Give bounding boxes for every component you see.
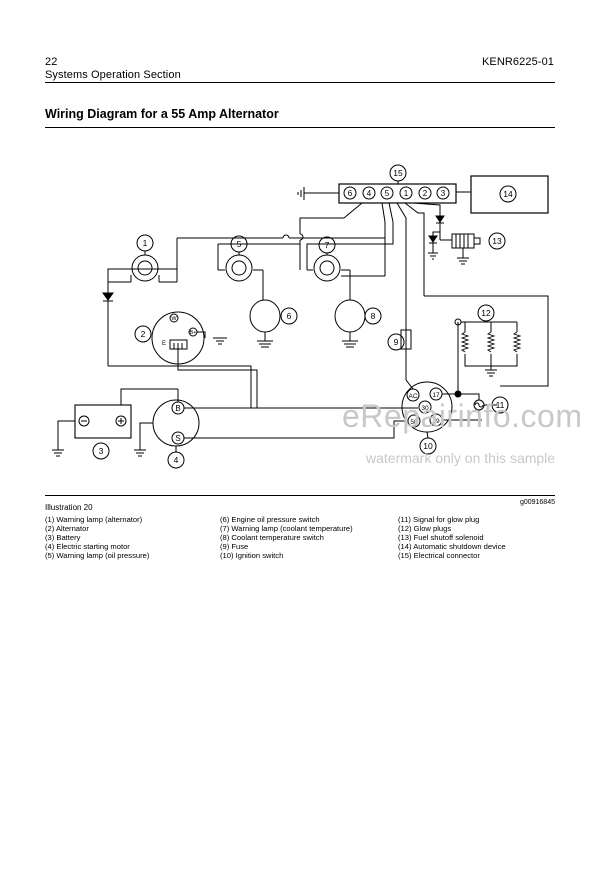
- section-title: Systems Operation Section: [45, 69, 181, 81]
- automatic-shutdown-device: [470, 175, 549, 214]
- glow-plug-signal: [442, 390, 497, 421]
- legend-item: (14) Automatic shutdown device: [398, 542, 506, 552]
- wiring-bus: [176, 224, 549, 387]
- legend-item: (1) Warning lamp (alternator): [45, 515, 143, 524]
- legend-item: (6) Engine oil pressure switch: [220, 515, 320, 524]
- svg-text:B: B: [175, 404, 180, 413]
- illustration-label: Illustration 20: [45, 503, 93, 512]
- legend-column-3: (11) Signal for glow plug (12) Glow plug…: [398, 515, 506, 560]
- svg-text:S: S: [175, 434, 180, 443]
- legend-item: (11) Signal for glow plug: [398, 515, 480, 524]
- callout-label: 3: [99, 446, 104, 456]
- watermark-subtext: watermark only on this sample: [366, 450, 556, 466]
- header-rule: [45, 82, 555, 83]
- callout-markers: 15 14 13 1 5 7 6 8 2 12 9 11 10 3 4: [92, 164, 517, 469]
- legend-item: (2) Alternator: [45, 524, 89, 534]
- diode-icon: [428, 235, 438, 243]
- svg-text:19: 19: [432, 418, 440, 425]
- glow-plugs: [454, 318, 522, 377]
- svg-text:AC: AC: [408, 393, 417, 400]
- svg-text:17: 17: [432, 392, 440, 399]
- legend-item: (12) Glow plugs: [398, 524, 452, 534]
- legend-item: (13) Fuel shutoff solenoid: [398, 533, 484, 543]
- page-number: 22: [45, 56, 58, 68]
- battery: [52, 388, 178, 457]
- callout-label: 14: [503, 189, 513, 199]
- callout-label: 7: [325, 240, 330, 250]
- connector-pin-label: 6: [348, 189, 353, 198]
- illustration-ref: g00916845: [519, 499, 555, 506]
- legend-column-1: (1) Warning lamp (alternator) (2) Altern…: [45, 515, 149, 560]
- title-rule: [45, 127, 555, 128]
- legend-item: (10) Ignition switch: [220, 551, 284, 561]
- legend-item: (9) Fuse: [220, 542, 249, 552]
- legend-item: (7) Warning lamp (coolant temperature): [220, 524, 353, 534]
- svg-text:B+: B+: [190, 330, 197, 336]
- callout-label: 6: [287, 311, 292, 321]
- connector-pin-label: 3: [441, 189, 446, 198]
- callout-label: 13: [492, 236, 502, 246]
- alternator: W B+ E: [151, 311, 258, 408]
- svg-text:E: E: [162, 341, 166, 347]
- diode-icon: [102, 292, 114, 301]
- wiring-diagram: 6 4 5 1 2 3: [52, 164, 549, 469]
- connector-pin-label: 5: [385, 189, 390, 198]
- legend-item: (3) Battery: [45, 533, 81, 543]
- warning-lamp-oil-pressure: [218, 254, 264, 300]
- electrical-connector: 6 4 5 1 2 3: [297, 183, 471, 296]
- caption-rule: [45, 495, 555, 496]
- diagram-title: Wiring Diagram for a 55 Amp Alternator: [45, 107, 279, 121]
- callout-label: 9: [394, 337, 399, 347]
- fuel-shutoff-solenoid: [440, 233, 481, 265]
- watermark-text: eRepairinfo.com: [342, 398, 583, 434]
- diode-icon: [435, 215, 445, 223]
- legend-column-2: (6) Engine oil pressure switch (7) Warni…: [220, 515, 353, 560]
- connector-pin-label: 4: [367, 189, 372, 198]
- callout-label: 4: [174, 455, 179, 465]
- connector-pin-label: 2: [423, 189, 428, 198]
- callout-label: 2: [141, 329, 146, 339]
- legend-item: (5) Warning lamp (oil pressure): [45, 551, 150, 561]
- document-id: KENR6225-01: [481, 56, 554, 68]
- engine-oil-pressure-switch: [249, 299, 281, 348]
- svg-text:W: W: [171, 316, 177, 322]
- callout-label: 10: [423, 441, 433, 451]
- callout-label: 5: [237, 239, 242, 249]
- callout-label: 15: [393, 168, 403, 178]
- legend-item: (4) Electric starting motor: [45, 542, 130, 552]
- legend-item: (8) Coolant temperature switch: [220, 533, 324, 543]
- svg-text:30: 30: [421, 405, 429, 412]
- warning-lamp-coolant: [307, 254, 385, 300]
- warning-lamp-alternator: [107, 254, 178, 283]
- coolant-temperature-switch: [334, 299, 366, 348]
- svg-text:50: 50: [410, 419, 418, 426]
- callout-label: 12: [481, 308, 491, 318]
- callout-label: 11: [496, 400, 505, 410]
- connector-pin-label: 1: [404, 189, 409, 198]
- legend-item: (15) Electrical connector: [398, 551, 480, 561]
- electric-starting-motor: B S: [134, 389, 418, 457]
- callout-label: 8: [371, 311, 376, 321]
- fuse: [400, 329, 412, 350]
- callout-label: 1: [143, 238, 148, 248]
